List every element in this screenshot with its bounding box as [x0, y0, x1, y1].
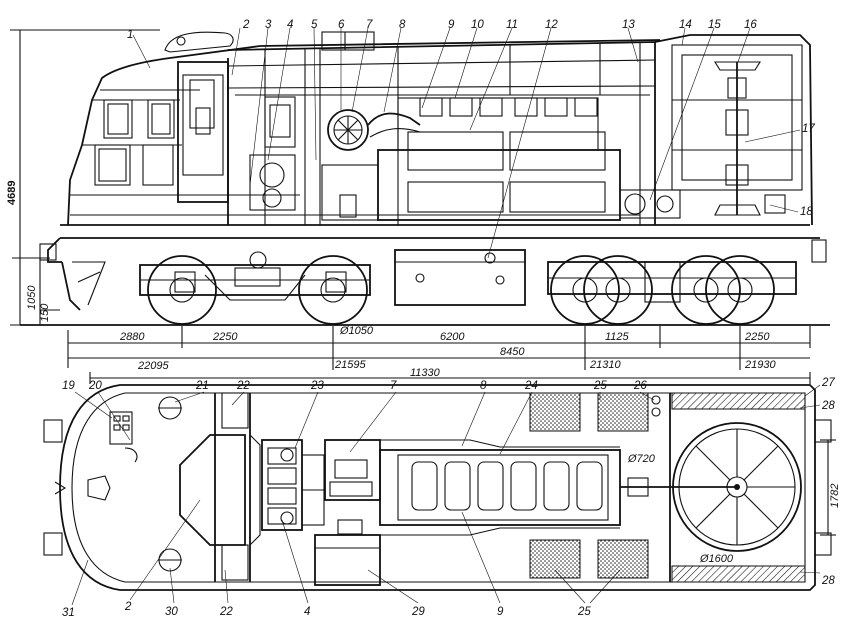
side-label-3: 3 — [265, 19, 272, 31]
dim-2880: 2880 — [119, 331, 145, 343]
dim-step: 150 — [39, 303, 51, 322]
plan-label-22-top: 22 — [236, 380, 250, 392]
dim-fan-duct: Ø720 — [627, 453, 656, 465]
side-label-18: 18 — [800, 206, 813, 218]
side-label-7: 7 — [366, 19, 373, 31]
side-label-8: 8 — [399, 19, 406, 31]
dim-21310: 21310 — [589, 359, 621, 371]
side-label-9: 9 — [448, 19, 455, 31]
side-label-15: 15 — [708, 19, 721, 31]
plan-label-24: 24 — [524, 380, 538, 392]
plan-label-20: 20 — [88, 380, 102, 392]
dim-2250-left: 2250 — [212, 331, 238, 343]
side-label-11: 11 — [506, 19, 518, 31]
plan-label-4: 4 — [304, 606, 310, 618]
plan-label-28-bottom: 28 — [821, 575, 835, 587]
dim-22095: 22095 — [137, 360, 169, 372]
plan-label-22-bottom: 22 — [219, 606, 233, 618]
dim-height: 4689 — [6, 181, 18, 205]
side-label-12: 12 — [545, 19, 558, 31]
dim-6200: 6200 — [440, 331, 465, 343]
plan-view: 11330 — [43, 367, 841, 619]
dim-1125: 1125 — [605, 331, 630, 343]
side-view: 1 2 3 4 5 6 7 8 9 10 11 12 13 14 15 16 1… — [6, 19, 830, 372]
plan-label-7: 7 — [390, 380, 397, 392]
side-label-6: 6 — [338, 19, 345, 31]
plan-label-31: 31 — [62, 607, 75, 619]
plan-label-23: 23 — [310, 380, 324, 392]
dim-11330: 11330 — [410, 367, 441, 379]
plan-label-25-top: 25 — [593, 380, 607, 392]
dim-21595: 21595 — [334, 359, 366, 371]
plan-label-9: 9 — [497, 606, 504, 618]
side-label-4: 4 — [287, 19, 293, 31]
plan-label-30: 30 — [165, 606, 178, 618]
plan-label-2: 2 — [124, 601, 132, 613]
plan-label-25-bottom: 25 — [577, 606, 591, 618]
plan-label-26: 26 — [633, 380, 647, 392]
plan-label-21: 21 — [195, 380, 209, 392]
side-label-13: 13 — [622, 19, 635, 31]
plan-label-27: 27 — [821, 377, 835, 389]
plan-label-29: 29 — [411, 606, 425, 618]
side-label-1: 1 — [127, 29, 133, 41]
dim-2250-right: 2250 — [744, 331, 770, 343]
side-label-14: 14 — [679, 19, 692, 31]
dim-buffer-height: 1050 — [26, 285, 38, 310]
side-label-17: 17 — [802, 123, 815, 135]
plan-label-8: 8 — [480, 380, 487, 392]
dim-fan: Ø1600 — [699, 553, 734, 565]
dim-8450: 8450 — [500, 346, 525, 358]
plan-label-19: 19 — [62, 380, 75, 392]
dim-wheel: Ø1050 — [339, 325, 374, 337]
plan-label-28-top: 28 — [821, 400, 835, 412]
side-label-16: 16 — [744, 19, 757, 31]
side-label-5: 5 — [311, 19, 318, 31]
side-label-2: 2 — [242, 19, 250, 31]
dim-width: 1782 — [829, 484, 841, 508]
side-label-10: 10 — [471, 19, 484, 31]
dim-21930: 21930 — [744, 359, 776, 371]
